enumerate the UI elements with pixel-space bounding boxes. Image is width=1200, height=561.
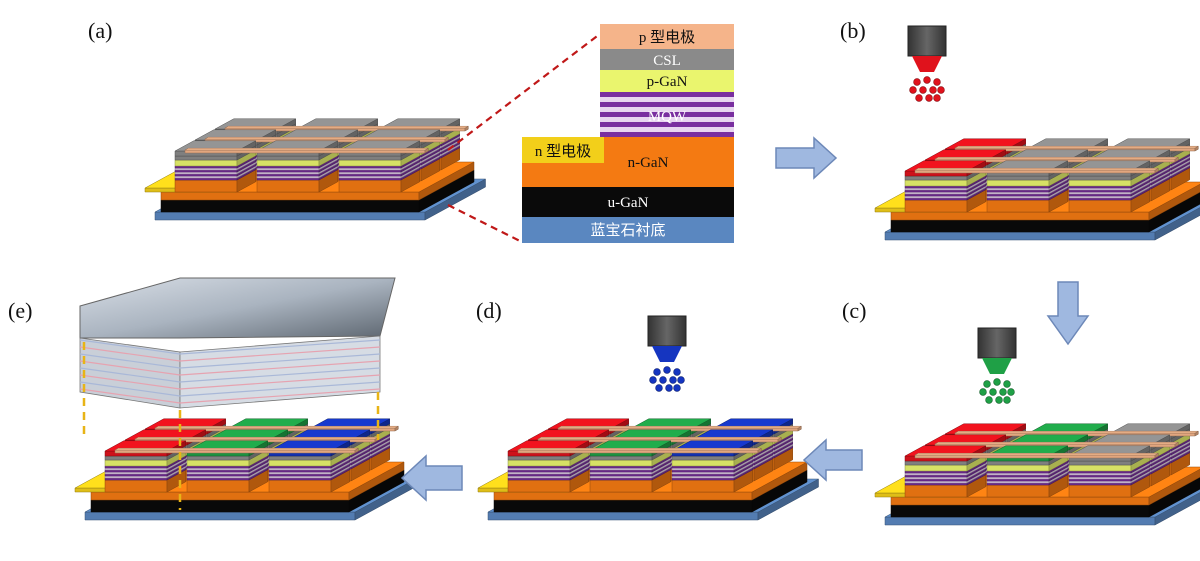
- mqw-label: MQW: [648, 109, 687, 125]
- n-gan-label: n-GaN: [628, 155, 669, 171]
- led-array-c: [874, 423, 1200, 526]
- panel-label-d: (d): [476, 298, 502, 323]
- encapsulation-plate: [79, 277, 396, 510]
- panel-label-e: (e): [8, 298, 32, 323]
- zoom-line-top: [447, 29, 606, 151]
- p-gan-label: p-GaN: [647, 74, 688, 90]
- panel-label-c: (c): [842, 298, 866, 323]
- substrate-label: 蓝宝石衬底: [590, 222, 665, 239]
- led-array-e: [74, 418, 416, 521]
- arrow-c-to-d: [802, 438, 863, 482]
- zoom-line-bottom: [447, 204, 523, 243]
- u-gan-label: u-GaN: [608, 195, 649, 211]
- p-electrode-layer: [600, 24, 734, 49]
- p-gan-layer: [600, 70, 734, 92]
- p-electrode-label: p 型电极: [639, 29, 695, 46]
- n-electrode-layer: [522, 137, 604, 163]
- arrow-b-to-c: [1046, 281, 1090, 346]
- n-electrode-label: n 型电极: [535, 143, 591, 160]
- led-array-b: [874, 138, 1200, 241]
- substrate-layer: [522, 217, 734, 243]
- csl-label: CSL: [653, 53, 681, 69]
- u-gan-layer: [522, 187, 734, 217]
- led-array-d: [477, 418, 819, 521]
- csl-layer: [600, 49, 734, 70]
- arrow-a-to-b: [775, 136, 838, 180]
- arrow-d-to-e: [400, 454, 463, 502]
- printhead-red: [907, 25, 947, 102]
- printhead-green: [977, 327, 1017, 404]
- led-array-a: [144, 118, 486, 221]
- panel-label-b: (b): [840, 18, 866, 43]
- printhead-blue: [647, 315, 687, 392]
- panel-label-a: (a): [88, 18, 112, 43]
- layer-stack: 蓝宝石衬底 u-GaN n-GaN n 型电极 MQW p-GaN CSL p …: [522, 24, 734, 243]
